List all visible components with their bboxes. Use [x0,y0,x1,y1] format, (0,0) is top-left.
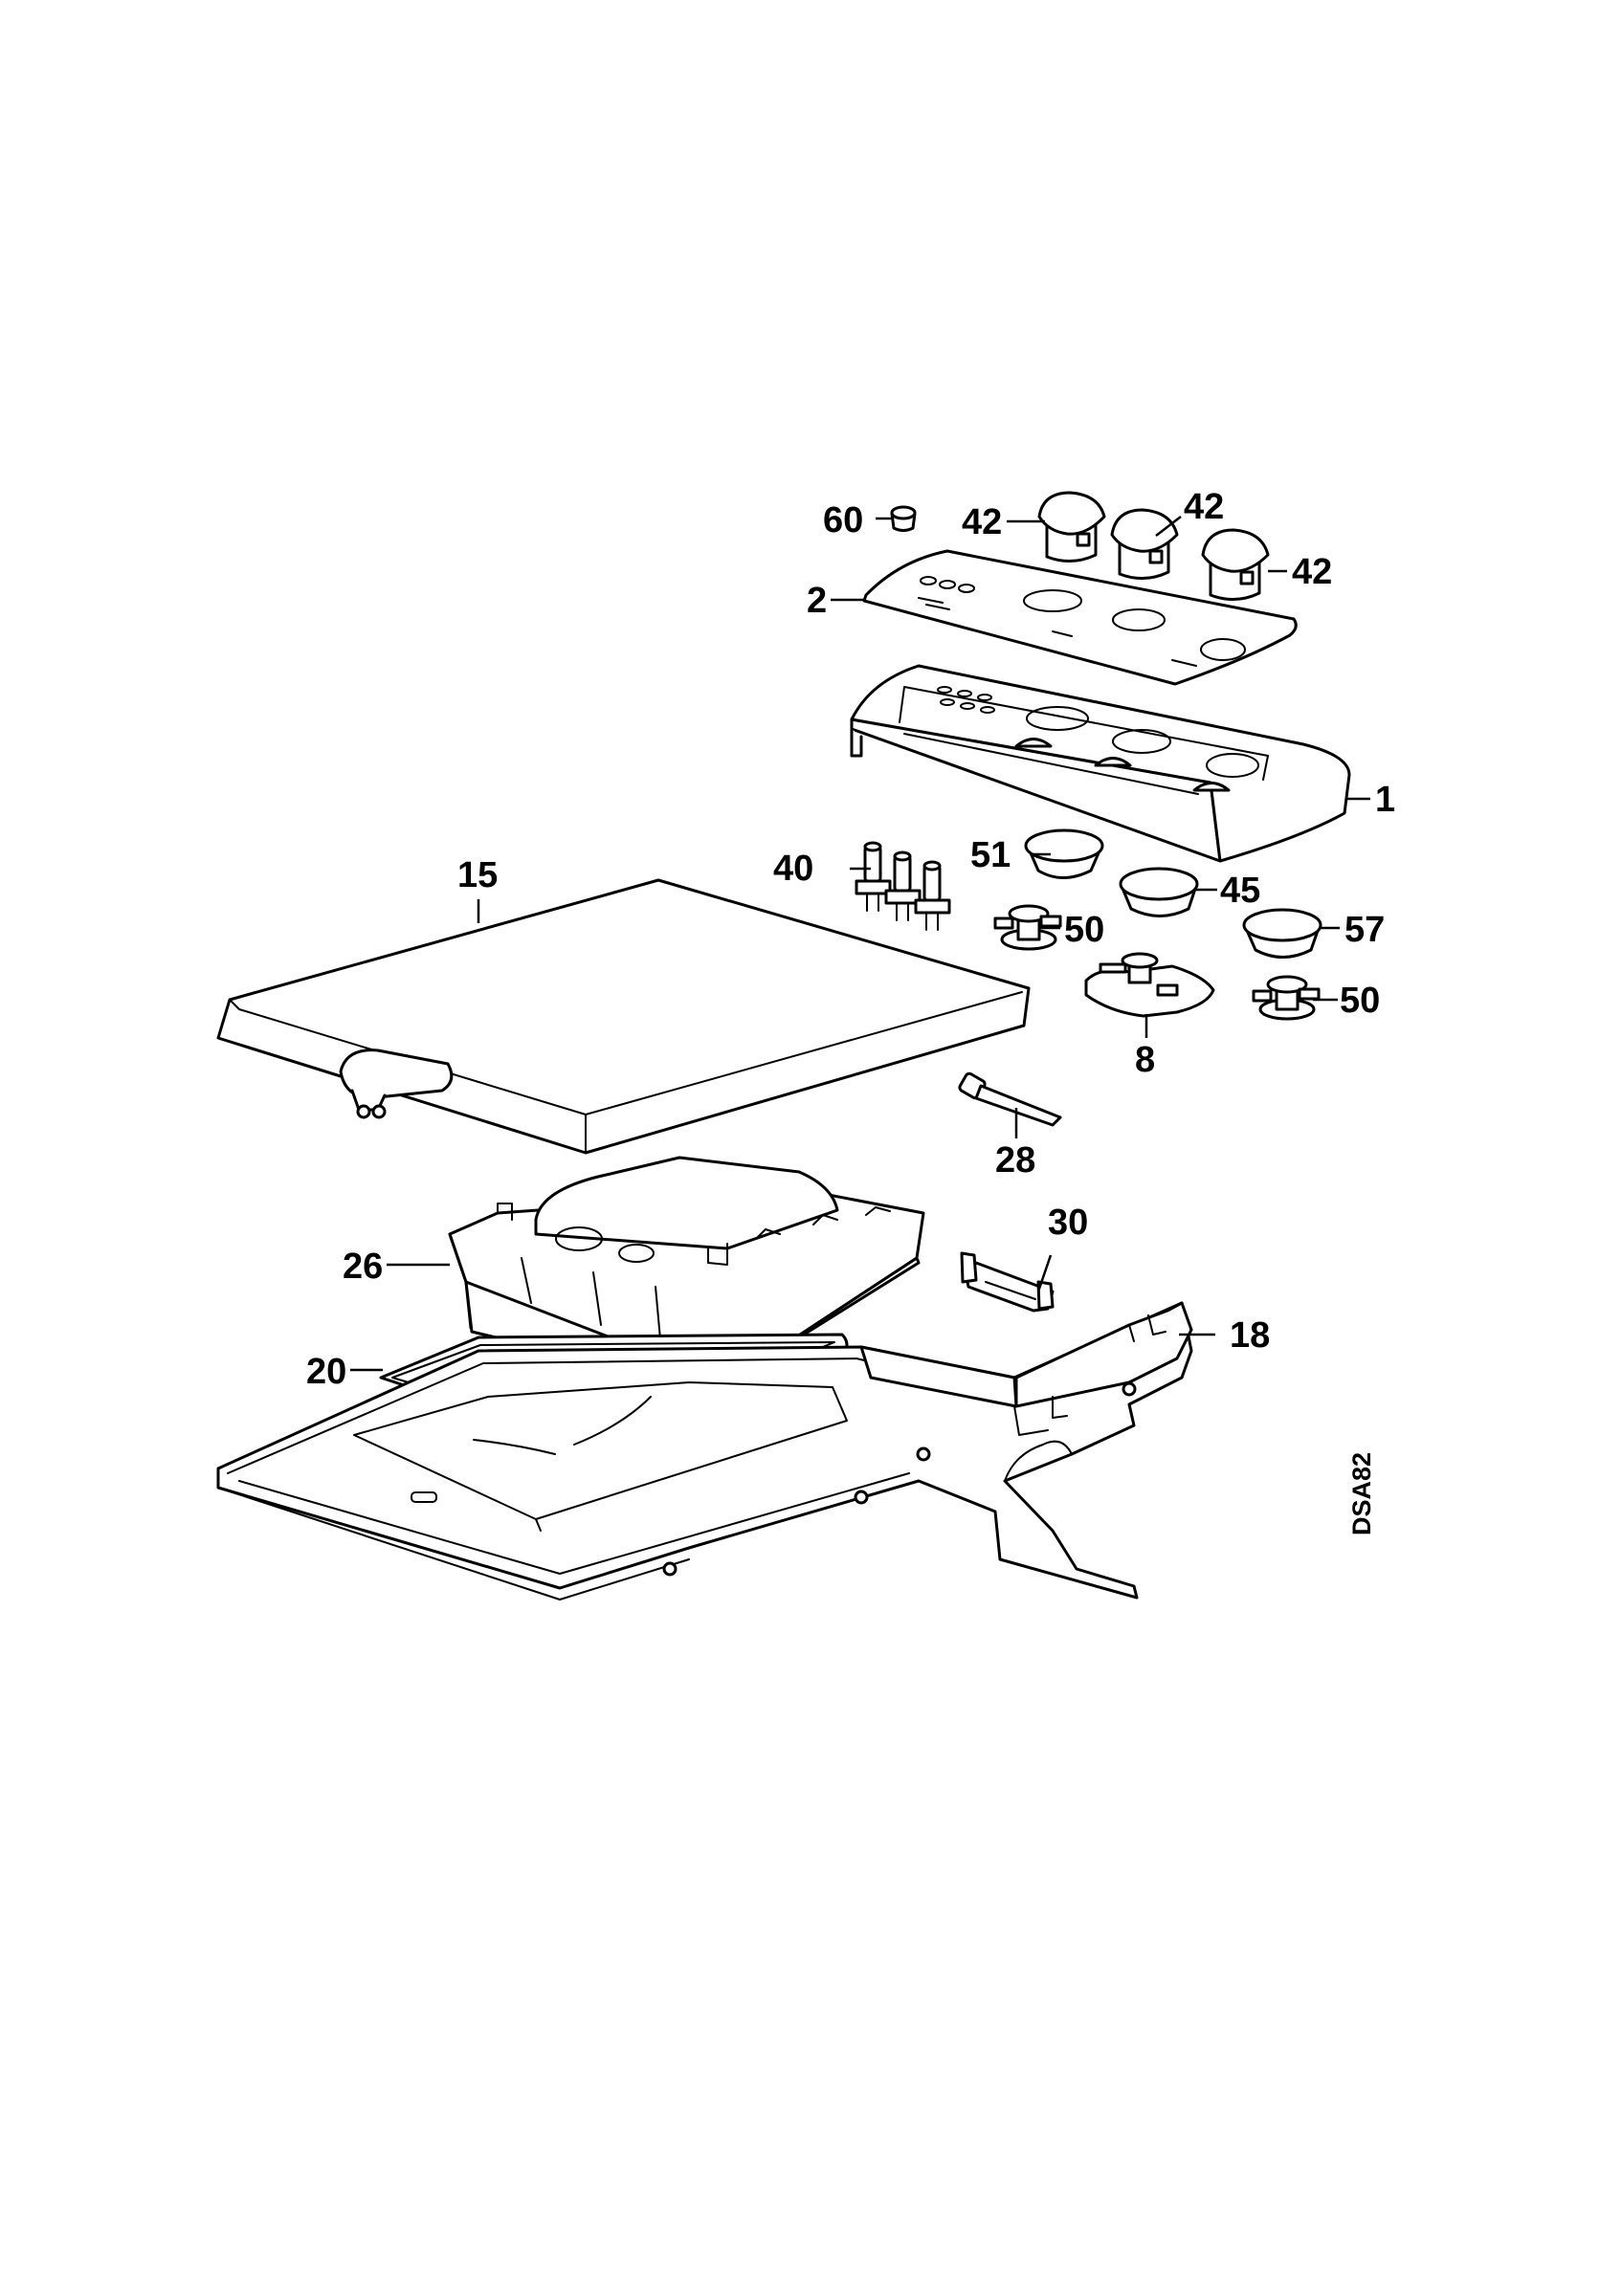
callout-1: 1 [1375,780,1395,820]
part-45-button-cap [1119,867,1199,917]
part-42-knob-1 [1037,491,1106,563]
part-40-switches [855,841,951,931]
part-15-lid [216,878,1031,1155]
callout-18: 18 [1230,1315,1270,1356]
part-50-valve-holder-1 [993,904,1062,951]
part-18-top-frame [216,1301,1193,1601]
part-1-control-panel [850,664,1351,863]
leader-lines [350,516,1370,1372]
part-2-panel-overlay [862,549,1298,686]
part-60-plug [890,505,917,532]
callout-50-b: 50 [1340,981,1380,1021]
part-30-bracket [960,1251,1055,1313]
part-57-button-cap [1242,908,1322,959]
callout-8: 8 [1135,1040,1155,1080]
callout-50-a: 50 [1064,910,1104,950]
part-8-selector-plate [1084,952,1215,1018]
callout-40: 40 [773,849,813,889]
callout-42-c: 42 [1292,552,1332,592]
part-50-valve-holder-2 [1252,975,1321,1021]
callout-20: 20 [306,1352,346,1392]
part-28-pin [958,1071,1062,1127]
callout-labels: 60 42 42 42 2 1 51 40 45 15 50 57 50 8 2… [306,487,1395,1392]
callout-42-a: 42 [962,502,1002,542]
diagram-code: DSA82 [1347,1452,1376,1535]
callout-60: 60 [823,500,863,541]
callout-57: 57 [1344,910,1385,950]
callout-42-b: 42 [1184,487,1224,527]
part-42-knob-3 [1201,528,1270,601]
part-42-knob-2 [1110,508,1179,580]
callout-28: 28 [995,1140,1035,1181]
callout-51: 51 [970,835,1011,875]
callout-30: 30 [1048,1203,1088,1243]
callout-15: 15 [457,855,498,895]
callout-26: 26 [343,1247,383,1287]
callout-45: 45 [1220,871,1260,911]
callout-2: 2 [807,581,827,621]
